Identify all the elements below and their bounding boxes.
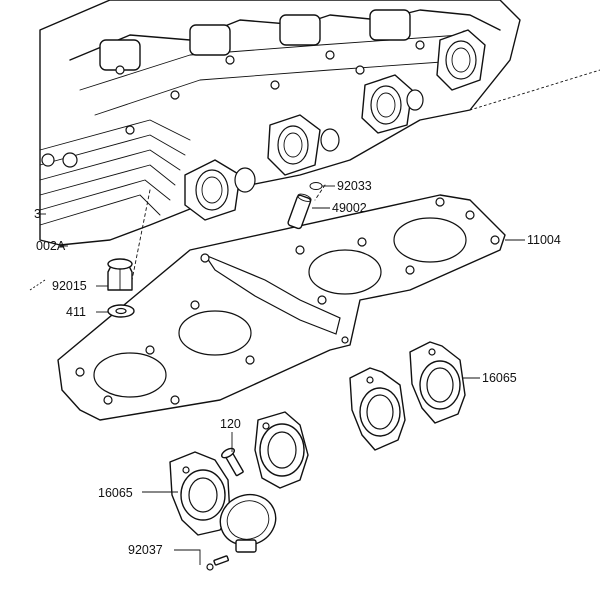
o-ring bbox=[309, 182, 323, 190]
part-label: 002A bbox=[36, 239, 66, 253]
part-label: 92033 bbox=[337, 179, 372, 193]
part-label: 411 bbox=[66, 305, 86, 319]
part-label: 11004 bbox=[527, 233, 561, 247]
part-label: 16065 bbox=[98, 486, 133, 500]
dowel-pin bbox=[287, 193, 312, 230]
intake-port-2 bbox=[267, 114, 321, 176]
leader-lines bbox=[29, 185, 525, 565]
carburetor-holder-left-a bbox=[169, 451, 231, 536]
hose-clamp bbox=[206, 493, 277, 571]
part-label: 49002 bbox=[332, 201, 367, 215]
part-label: 92037 bbox=[128, 543, 163, 557]
part-label: 120 bbox=[220, 417, 241, 431]
engine-cylinder-head bbox=[39, 0, 521, 246]
part-label: 92015 bbox=[52, 279, 87, 293]
intake-port-3 bbox=[361, 74, 413, 134]
intake-port-1 bbox=[184, 159, 241, 221]
intake-port-4 bbox=[436, 29, 486, 91]
cylinder-base-gasket bbox=[57, 194, 506, 421]
screw bbox=[220, 447, 244, 477]
carburetor-holder-left-b bbox=[254, 411, 309, 489]
part-label: 16065 bbox=[482, 371, 517, 385]
washer bbox=[107, 304, 135, 318]
cap-nut bbox=[107, 258, 133, 291]
part-label: 3 bbox=[34, 207, 41, 221]
carburetor-holder-right-a bbox=[349, 367, 406, 451]
carburetor-holder-right-b bbox=[409, 341, 466, 424]
part-labels: 92033 49002 11004 92015 411 16065 120 16… bbox=[34, 179, 561, 557]
